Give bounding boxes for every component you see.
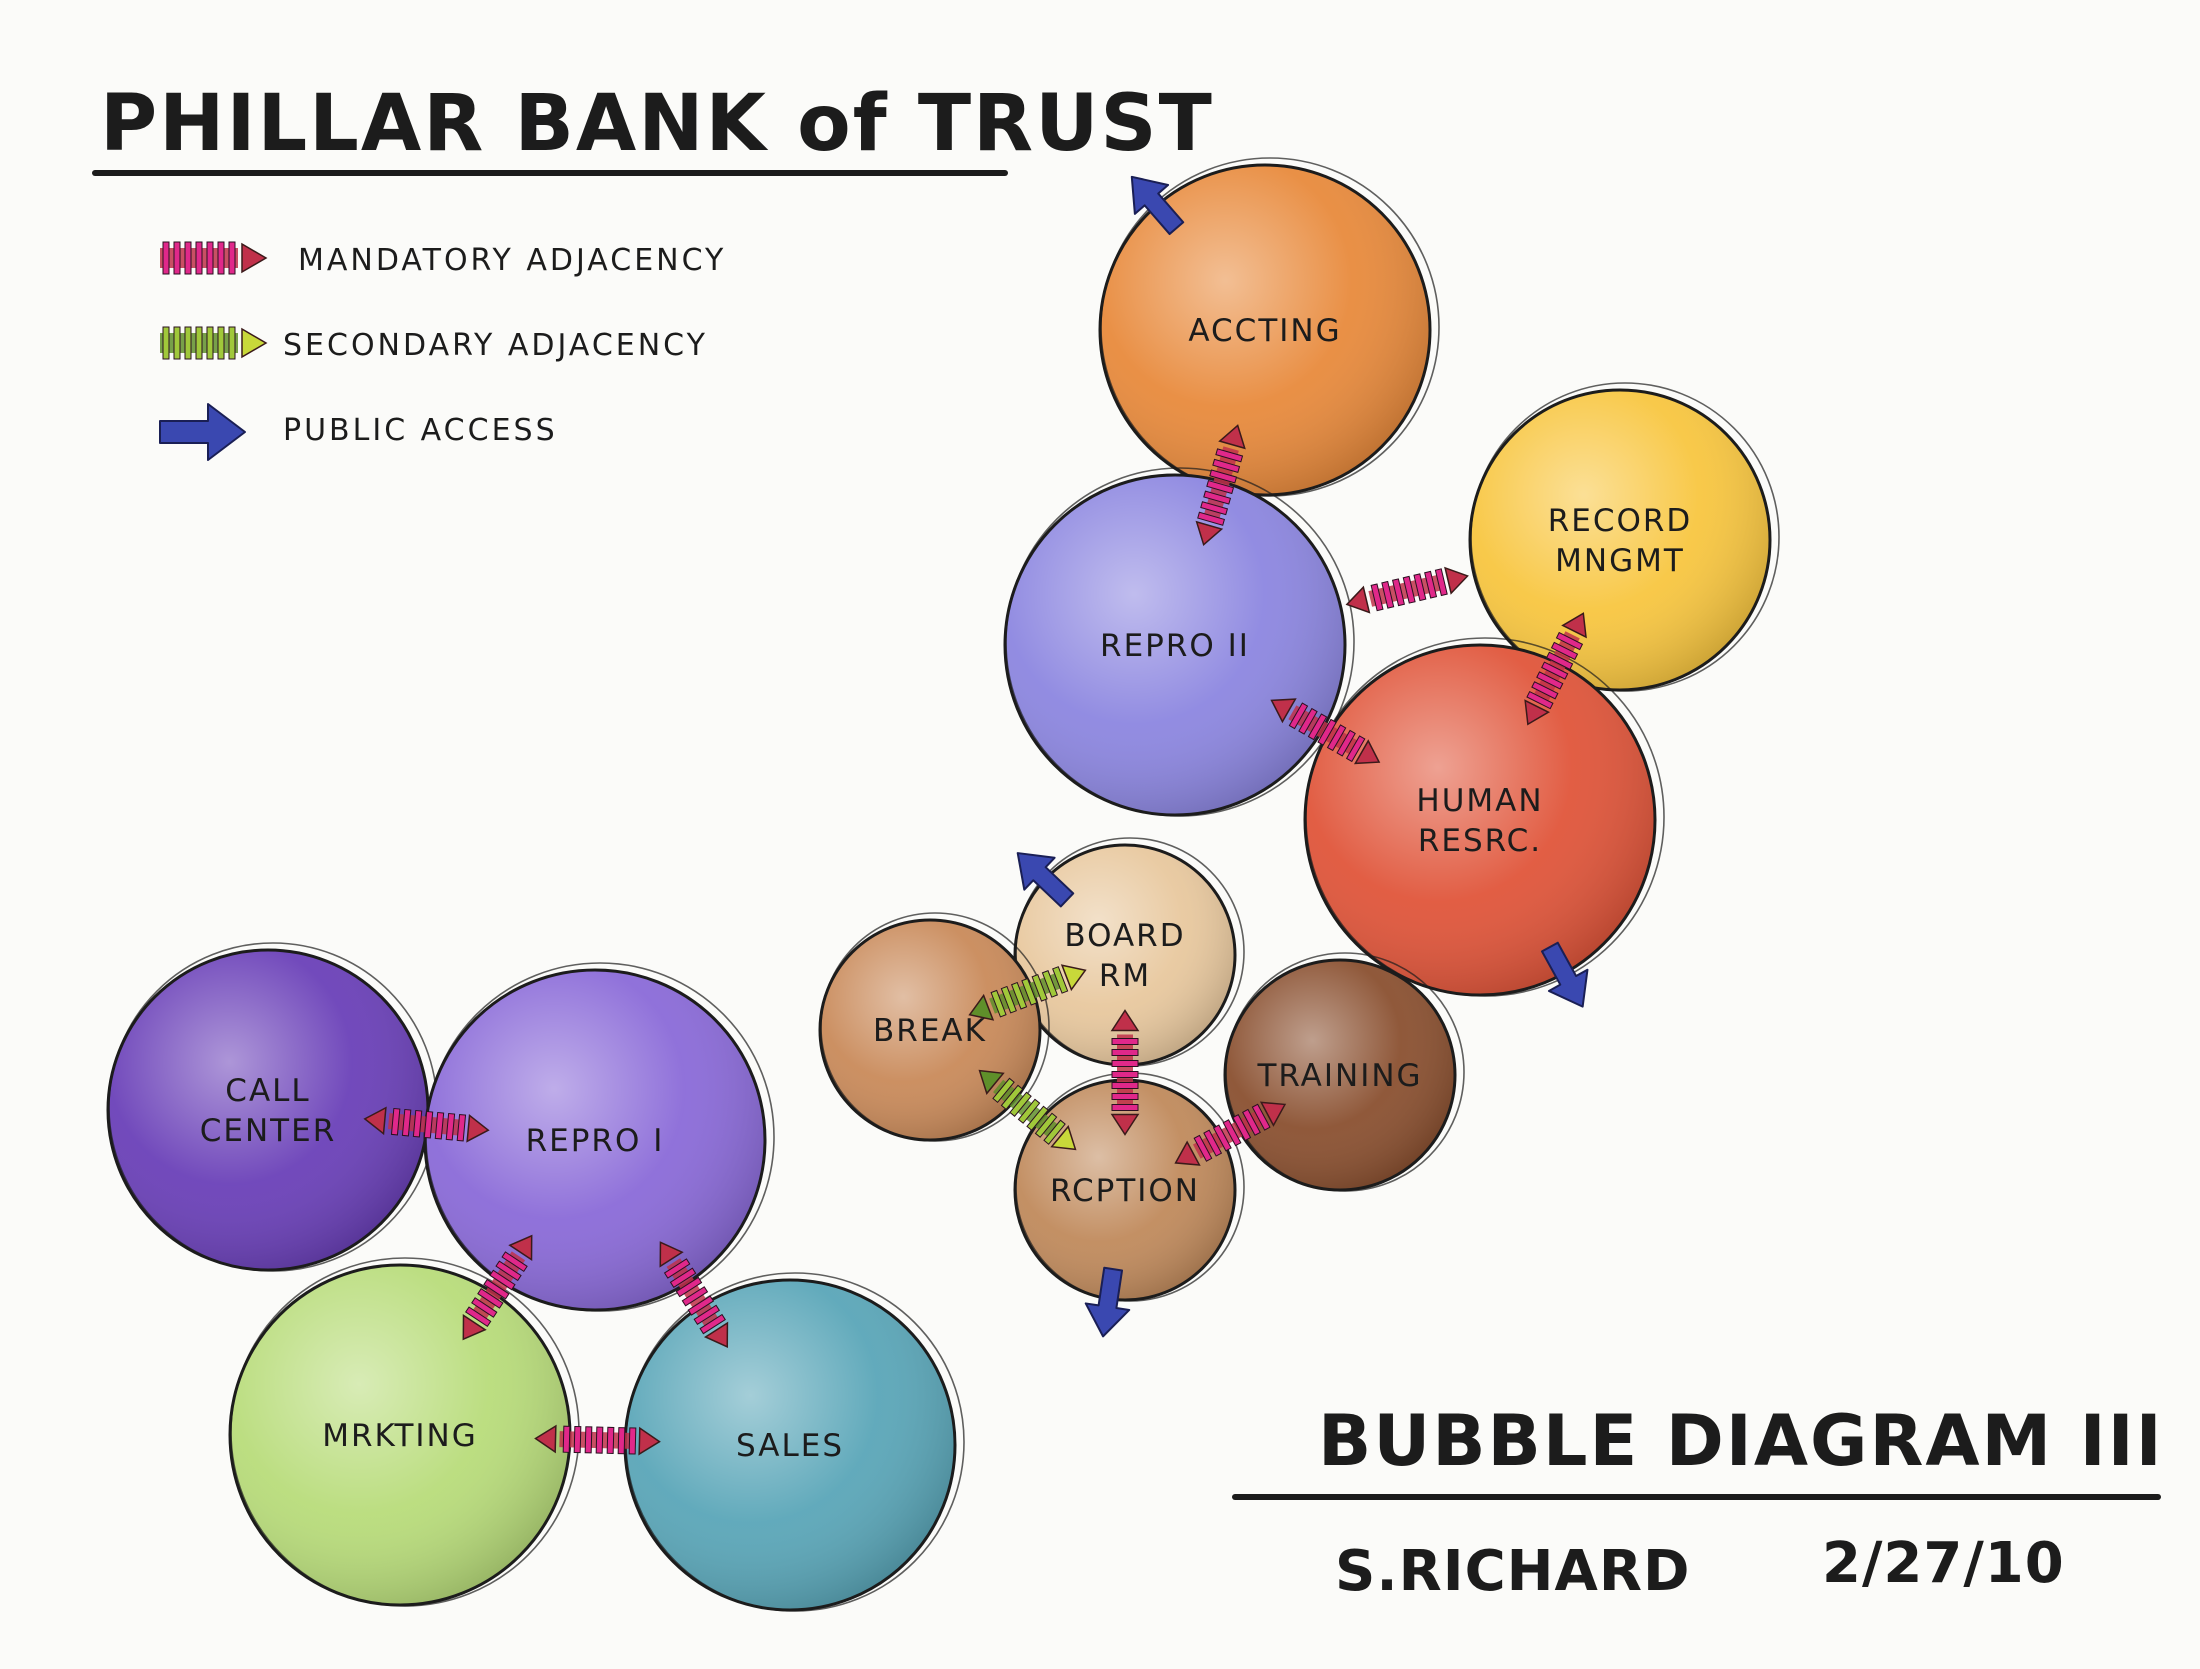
bubble-label-board-line1: BOARD [1064, 918, 1185, 954]
author-signature: S.RICHARD [1335, 1539, 1690, 1604]
bubble-label-sales: SALES [736, 1428, 844, 1464]
public-access-arrows [1016, 175, 1589, 1338]
legend-label-secondary: SECONDARY ADJACENCY [283, 328, 708, 363]
bubble-mrkting [228, 1257, 580, 1607]
page-title: PHILLAR BANK of TRUST [100, 79, 1214, 169]
adjacency-link-repro2-record [1345, 566, 1469, 614]
bubble-label-record-line1: RECORD [1548, 503, 1693, 539]
public-access-arrow-icon [159, 403, 246, 461]
bubble-label-repro1: REPRO I [526, 1123, 665, 1159]
public-access-arrow-accting [1130, 175, 1185, 236]
legend-item-public: PUBLIC ACCESS [159, 403, 558, 461]
bubble-label-mrkting: MRKTING [322, 1418, 478, 1454]
bubble-hr [1303, 637, 1665, 997]
public-access-arrow-rcption [1084, 1266, 1131, 1338]
legend-label-mandatory: MANDATORY ADJACENCY [298, 243, 726, 278]
bubble-record [1468, 382, 1780, 692]
bubble-labels: ACCTING RECORD MNGMT REPRO II HUMAN RESRC. BOA… [200, 313, 1693, 1464]
bubble-label-callcenter-line1: CALL [225, 1073, 310, 1109]
bubble-repro2 [1003, 467, 1355, 817]
adjacency-link-rcption-training [1174, 1101, 1287, 1166]
bubble-board [1013, 837, 1245, 1067]
bubble-label-board-line2: RM [1099, 958, 1151, 994]
secondary-adjacency-arrow-icon [160, 326, 268, 360]
bubble-label-callcenter-line2: CENTER [200, 1113, 336, 1149]
diagram-date: 2/27/10 [1822, 1531, 2065, 1596]
bubble-label-hr-line1: HUMAN [1416, 783, 1543, 819]
adjacency-link-repro1-sales [659, 1241, 729, 1349]
adjacency-link-repro2-hr [1270, 698, 1381, 765]
legend: MANDATORY ADJACENCY SECONDARY ADJACENCY … [159, 241, 726, 461]
bubble-label-repro2: REPRO II [1100, 628, 1250, 664]
bubble-label-training: TRAINING [1256, 1058, 1422, 1094]
adjacency-links [363, 424, 1587, 1456]
bubble-callcenter [106, 942, 438, 1272]
bubble-label-record-line2: MNGMT [1555, 543, 1685, 579]
adjacency-link-repro1-mrkting [462, 1234, 533, 1341]
bubble-label-hr-line2: RESRC. [1418, 823, 1542, 859]
legend-label-public: PUBLIC ACCESS [283, 413, 558, 448]
adjacency-link-break-rcption [978, 1069, 1077, 1151]
adjacency-link-board-rcption [1110, 1009, 1140, 1136]
bubble-sales [623, 1272, 965, 1612]
mandatory-adjacency-arrow-icon [160, 241, 268, 275]
diagram-title: BUBBLE DIAGRAM III [1318, 1400, 2164, 1482]
bubble-accting [1098, 157, 1440, 497]
adjacency-link-accting-repro2 [1195, 424, 1246, 547]
bubble-repro1 [423, 962, 775, 1312]
bubble-training [1223, 952, 1465, 1192]
adjacency-link-break-board [968, 964, 1087, 1021]
adjacency-link-mrkting-sales [534, 1424, 661, 1456]
adjacency-link-record-hr [1524, 612, 1587, 726]
bubble-layer [106, 157, 1780, 1612]
bubble-label-accting: ACCTING [1188, 313, 1341, 349]
bubble-label-rcption: RCPTION [1050, 1173, 1200, 1209]
bubble-label-break: BREAK [873, 1013, 987, 1049]
legend-item-mandatory: MANDATORY ADJACENCY [160, 241, 726, 278]
adjacency-link-callcenter-repro1 [363, 1106, 490, 1143]
legend-item-secondary: SECONDARY ADJACENCY [160, 326, 708, 363]
public-access-arrow-board [1016, 852, 1075, 908]
public-access-arrow-hr [1540, 941, 1589, 1008]
